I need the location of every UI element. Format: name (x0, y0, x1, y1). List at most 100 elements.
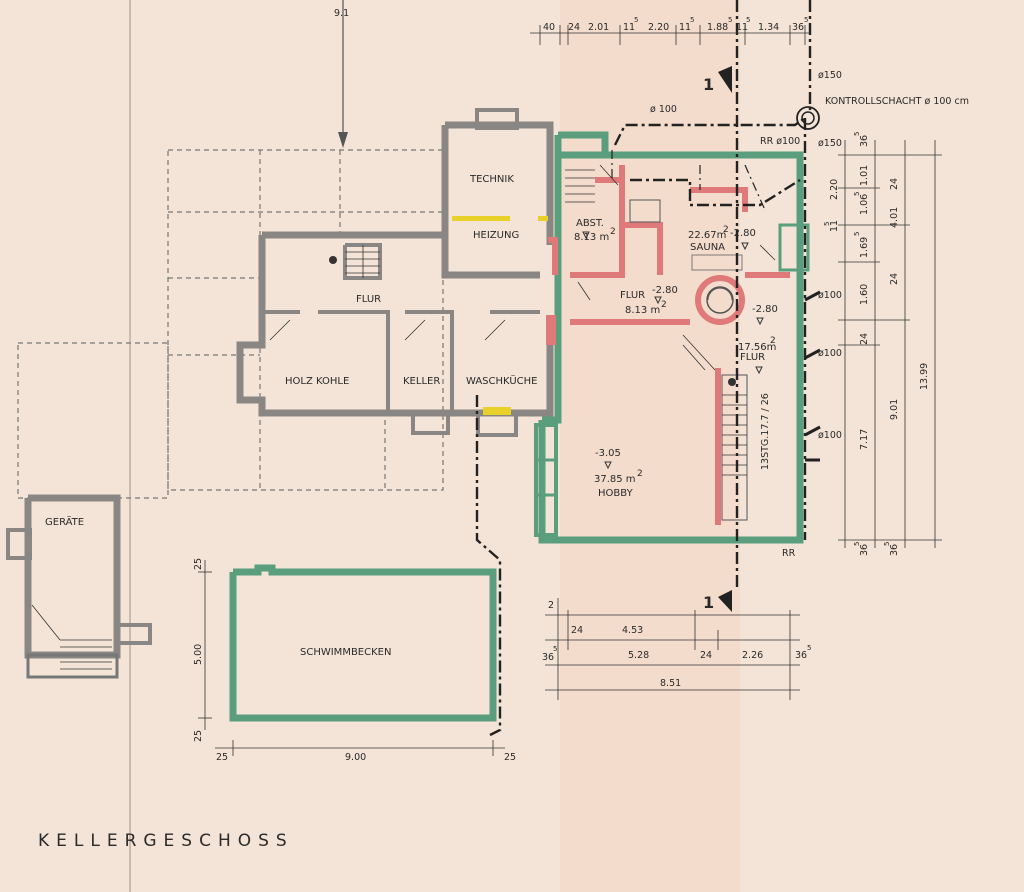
svg-text:9.1: 9.1 (334, 8, 349, 19)
svg-text:2: 2 (637, 469, 643, 479)
svg-text:5: 5 (853, 232, 861, 236)
svg-text:ø150: ø150 (818, 138, 842, 149)
control-shaft-icon (796, 106, 820, 130)
svg-text:2: 2 (723, 225, 729, 235)
svg-text:11: 11 (623, 22, 635, 33)
sauna-interior (599, 164, 776, 271)
label-keller: KELLER (403, 376, 440, 387)
svg-text:2: 2 (661, 300, 667, 310)
label-technik: TECHNIK (469, 174, 514, 185)
svg-text:1: 1 (703, 593, 714, 612)
svg-text:2.20: 2.20 (648, 22, 669, 33)
stair-abst (565, 169, 595, 301)
svg-text:4.53: 4.53 (622, 625, 643, 636)
svg-text:24: 24 (700, 650, 712, 661)
svg-text:5: 5 (823, 222, 831, 226)
dimensions-top: 40 24 2.01 11 5 2.20 11 5 1.88 5 11 5 1.… (530, 16, 810, 45)
svg-text:1: 1 (703, 75, 714, 94)
svg-text:36: 36 (889, 544, 900, 556)
svg-text:5: 5 (746, 16, 750, 24)
label-heizung: HEIZUNG (473, 230, 519, 241)
label-abst-area: 8.13 m (574, 232, 609, 243)
svg-text:5: 5 (853, 542, 861, 546)
yellow-heater-bar-2 (538, 216, 548, 221)
svg-text:5: 5 (553, 645, 557, 653)
svg-text:36: 36 (792, 22, 804, 33)
pipe-annotations: KONTROLLSCHACHT ø 100 cm ø 100 RR ø100 ø… (650, 70, 969, 559)
svg-text:13STG.17.7 / 26: 13STG.17.7 / 26 (760, 393, 771, 470)
level-markers (582, 231, 764, 470)
north-arrow: 9.1 (334, 0, 349, 148)
dimensions-bottom: 2 24 4.53 36 5 5.28 24 2.26 36 5 8.51 (542, 598, 811, 700)
svg-text:36: 36 (859, 544, 870, 556)
svg-text:9.01: 9.01 (889, 399, 900, 420)
svg-text:9.00: 9.00 (345, 752, 366, 763)
svg-text:5.00: 5.00 (193, 644, 204, 665)
yellow-heater-bar (452, 216, 510, 221)
svg-text:RR: RR (782, 548, 796, 559)
svg-text:13.99: 13.99 (919, 363, 930, 390)
dimensions-right: 36 5 1.01 2.20 1.06 5 4.01 24 11 5 1.69 … (823, 132, 942, 556)
label-holz-kohle: HOLZ KOHLE (285, 376, 349, 387)
svg-text:5: 5 (690, 16, 694, 24)
svg-text:1.06: 1.06 (859, 194, 870, 215)
svg-text:ø100: ø100 (818, 290, 842, 301)
stair-existing (329, 245, 380, 278)
svg-text:7.17: 7.17 (859, 429, 870, 450)
svg-text:1.88: 1.88 (707, 22, 728, 33)
label-schwimmbecken: SCHWIMMBECKEN (300, 647, 391, 658)
label-waschkueche: WASCHKÜCHE (466, 374, 537, 387)
drawing-title: KELLERGESCHOSS (38, 831, 294, 851)
section-marker-bottom: 1 (703, 590, 732, 612)
svg-text:25: 25 (193, 730, 204, 742)
svg-text:1.34: 1.34 (758, 22, 779, 33)
svg-text:11: 11 (829, 220, 840, 232)
label-flur-top: FLUR (356, 294, 381, 305)
svg-text:KONTROLLSCHACHT ø 100 cm: KONTROLLSCHACHT ø 100 cm (825, 96, 969, 107)
svg-text:5: 5 (804, 16, 808, 24)
svg-text:5: 5 (728, 16, 732, 24)
svg-text:36: 36 (795, 650, 807, 661)
svg-text:36: 36 (542, 652, 554, 663)
red-pillar (546, 315, 556, 345)
room-labels: TECHNIK HEIZUNG ABST. 8.13 m 2 22.67m 2 … (45, 174, 778, 658)
svg-text:11: 11 (679, 22, 691, 33)
svg-text:4.01: 4.01 (889, 207, 900, 228)
dimensions-pool: 25 5.00 25 25 9.00 25 (193, 558, 516, 763)
svg-text:24: 24 (889, 178, 900, 190)
label-flur3-area: 17.56m (738, 342, 776, 353)
svg-text:5: 5 (853, 192, 861, 196)
svg-text:24: 24 (571, 625, 583, 636)
pipe-routes (475, 0, 821, 737)
swimming-pool (229, 564, 497, 722)
stair-new (682, 334, 748, 521)
label-flur2-area: 8.13 m (625, 305, 660, 316)
svg-text:2.01: 2.01 (588, 22, 609, 33)
label-hobby-area: 37.85 m (594, 474, 636, 485)
svg-text:24: 24 (889, 273, 900, 285)
label-sauna: SAUNA (690, 242, 725, 253)
svg-text:5.28: 5.28 (628, 650, 649, 661)
label-hobby-level: -3.05 (595, 448, 621, 459)
svg-text:24: 24 (859, 333, 870, 345)
svg-text:25: 25 (504, 752, 516, 763)
svg-text:1.60: 1.60 (859, 284, 870, 305)
svg-text:ø100: ø100 (818, 430, 842, 441)
shed (6, 494, 152, 679)
label-flur2-level: -2.80 (652, 285, 678, 296)
label-flur3: FLUR (740, 352, 765, 363)
yellow-fixture (483, 407, 511, 415)
svg-text:2: 2 (610, 227, 616, 237)
svg-text:25: 25 (193, 558, 204, 570)
svg-text:RR ø100: RR ø100 (760, 136, 800, 147)
label-abst: ABST. (576, 218, 604, 229)
label-geraete: GERÄTE (45, 515, 84, 528)
svg-text:ø150: ø150 (818, 70, 842, 81)
label-hobby: HOBBY (598, 488, 634, 499)
svg-text:5: 5 (853, 132, 861, 136)
svg-text:5: 5 (883, 542, 891, 546)
svg-text:5: 5 (807, 644, 811, 652)
svg-text:1.69: 1.69 (859, 237, 870, 258)
svg-text:2.26: 2.26 (742, 650, 763, 661)
